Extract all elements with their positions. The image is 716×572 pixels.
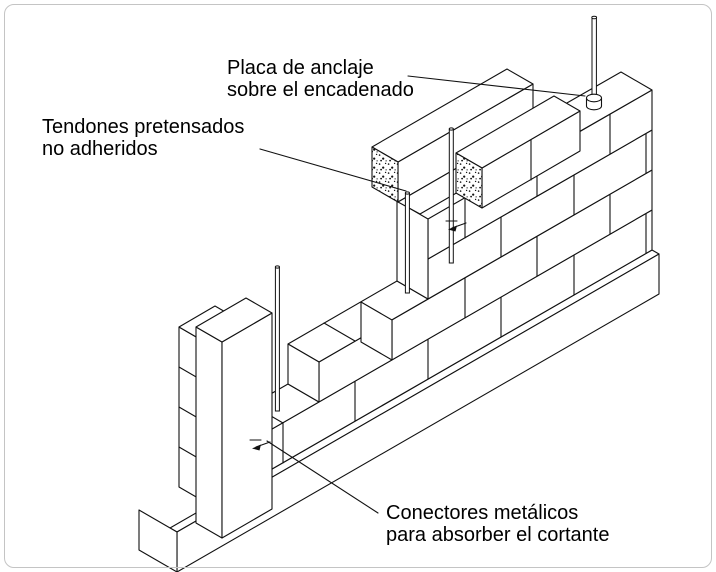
shear-connector-base (249, 439, 271, 451)
label-connectors-line2: para absorber el cortante (386, 524, 609, 546)
shear-connector-step (445, 220, 467, 232)
panel-left-face (195, 326, 223, 539)
anchor-plate-top (585, 93, 603, 103)
loose-block-end-face (360, 301, 393, 361)
upright-panel-block (195, 297, 273, 539)
annotations: Placa de anclaje sobre el encadenado Ten… (42, 57, 609, 546)
block-end-face (287, 343, 320, 403)
footing-end-face (138, 509, 178, 572)
label-tendons-line1: Tendones pretensados (42, 116, 244, 138)
step-cut-end-face (396, 200, 429, 300)
tendon-rod-middle (404, 191, 410, 294)
anchor-plate-assembly (585, 15, 603, 111)
anchor-rod-tip (591, 15, 598, 20)
anchor-rod (591, 16, 597, 98)
leader-anchor-plate (407, 75, 586, 97)
course-1-joints (282, 212, 647, 464)
label-anchor-plate-line1: Placa de anclaje (227, 57, 374, 79)
leader-connectors (266, 440, 379, 514)
panel-top-face (195, 297, 273, 343)
label-anchor-plate-line2: sobre el encadenado (227, 79, 414, 101)
top-joint-line (323, 322, 356, 342)
panel-front-face (221, 312, 273, 539)
grout-stipple-front (455, 152, 483, 209)
tendon-rod-channel (448, 127, 454, 264)
grout-stipple-back (371, 146, 399, 203)
label-connectors-line1: Conectores metálicos (386, 502, 578, 524)
label-tendons-line2: no adheridos (42, 138, 158, 160)
leader-tendons (259, 148, 407, 192)
bond-beam-channel (371, 68, 581, 264)
leader-lines (259, 75, 586, 514)
base-bond-beam (138, 249, 660, 572)
tendon-rod-left (274, 265, 280, 412)
course-3-joints (500, 132, 647, 258)
